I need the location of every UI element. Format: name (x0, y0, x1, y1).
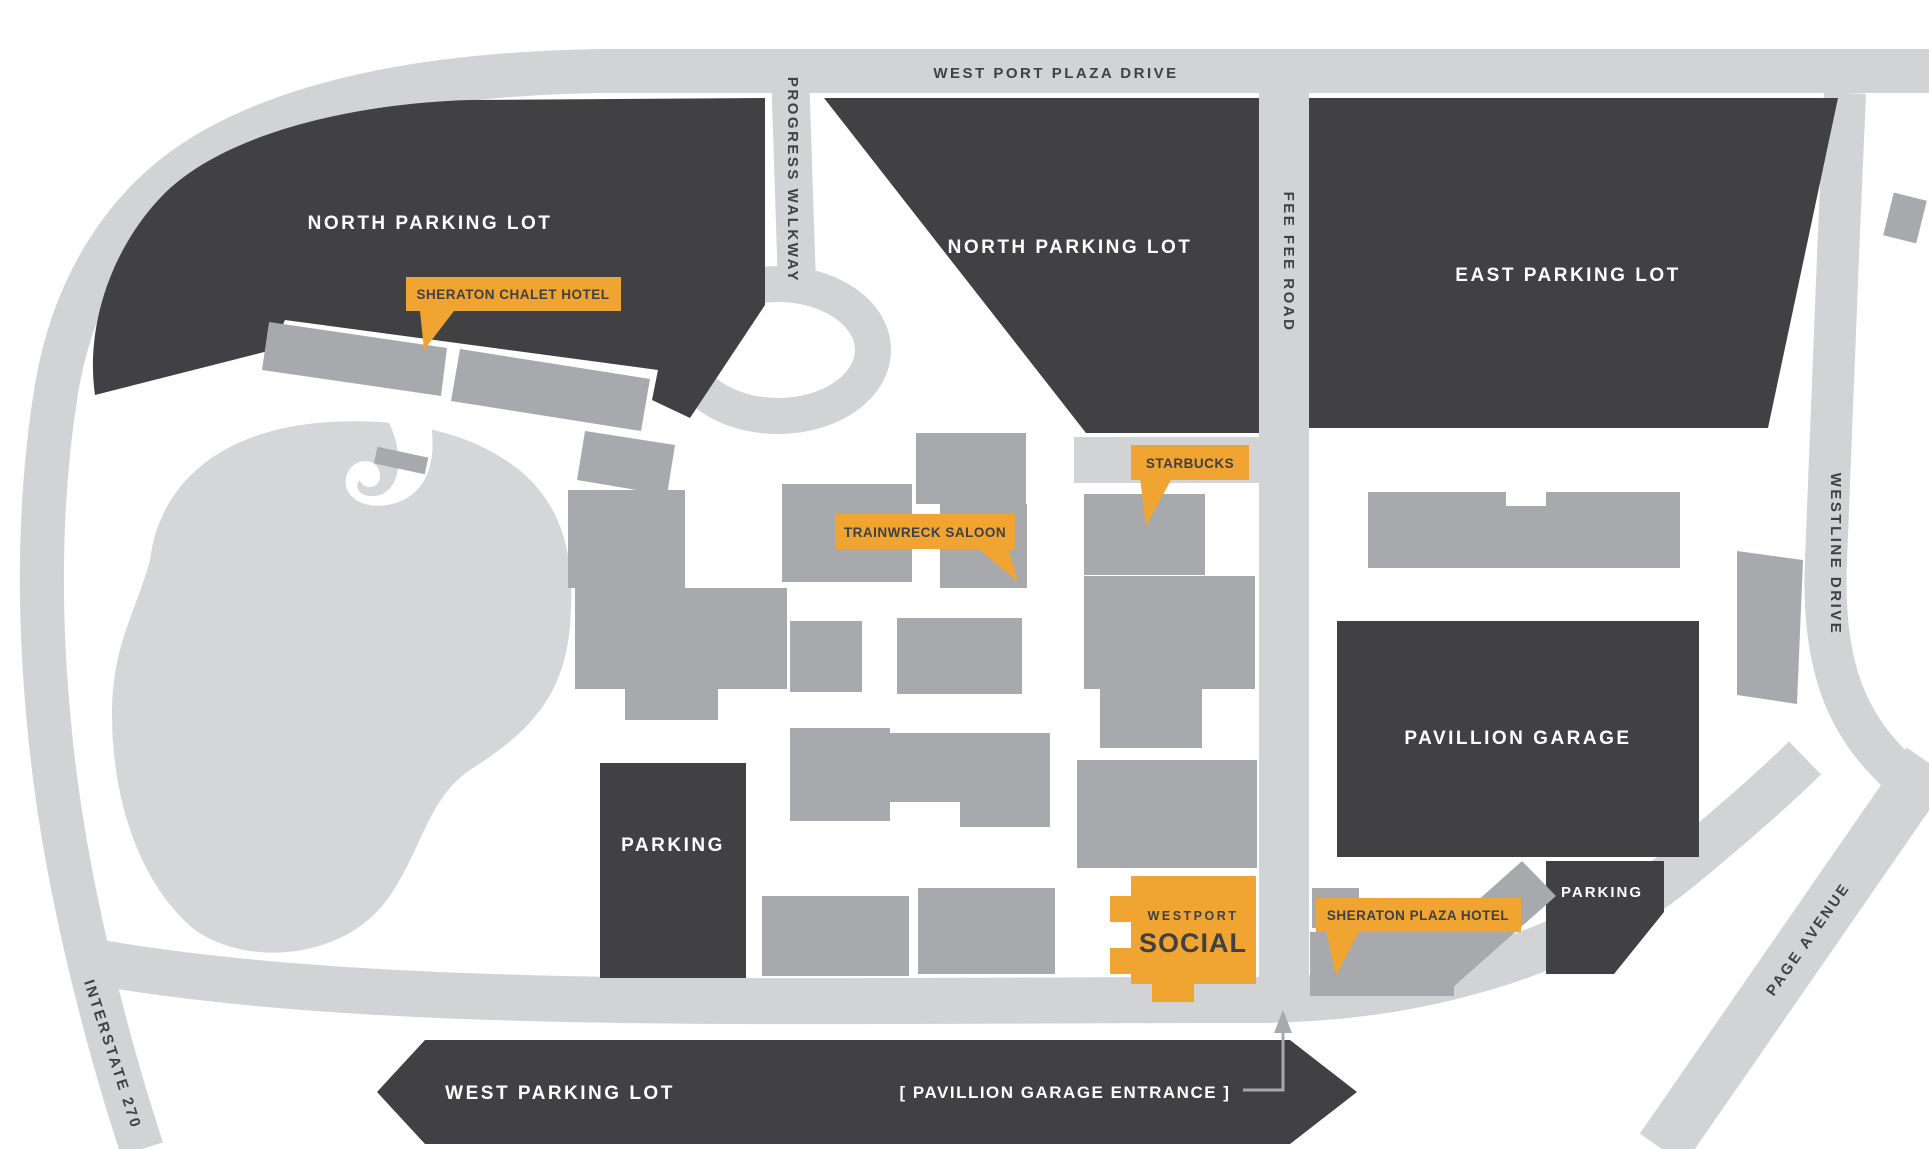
westport-social-wordmark-main: SOCIAL (1139, 928, 1247, 958)
lot-label-north-west: NORTH PARKING LOT (308, 213, 553, 234)
poi-tag-sheraton-chalet-hotel: SHERATON CHALET HOTEL (406, 277, 621, 350)
westport-social: WESTPORT SOCIAL (1110, 876, 1256, 1002)
lake-peninsula (345, 418, 433, 506)
lot-east (1309, 98, 1838, 428)
entrance-arrow-line (1243, 1030, 1285, 1092)
building (790, 728, 890, 821)
building (960, 775, 1050, 827)
building-notch (1506, 492, 1546, 506)
westport-social-building (1110, 876, 1256, 1002)
tag-label: SHERATON CHALET HOTEL (416, 287, 609, 302)
building (1077, 760, 1257, 868)
building-sheraton-chalet-east (451, 349, 650, 431)
lot-central-parking (600, 763, 746, 978)
road-label-west-port-plaza-drive: WEST PORT PLAZA DRIVE (933, 65, 1178, 82)
tag-label: SHERATON PLAZA HOTEL (1327, 908, 1509, 923)
road-label-fee-fee-road: FEE FEE ROAD (1280, 192, 1297, 333)
building (373, 446, 429, 475)
roads-layer (19, 49, 1929, 1149)
tag-box (835, 514, 1015, 549)
road-progress-walkway (771, 70, 816, 286)
building (568, 490, 685, 588)
road-west-port-plaza-drive (19, 49, 1929, 1149)
building-sheraton-chalet-west (262, 322, 447, 396)
lot-label-central: PARKING (621, 835, 725, 856)
tag-box (1316, 898, 1521, 932)
lot-label-pavillion-garage: PAVILLION GARAGE (1404, 728, 1631, 749)
building (897, 618, 1022, 694)
poi-tags-layer: SHERATON CHALET HOTEL STARBUCKS TRAINWRE… (406, 277, 1521, 976)
poi-tag-starbucks: STARBUCKS (1131, 445, 1249, 526)
building (575, 588, 787, 720)
road-label-progress-walkway: PROGRESS WALKWAY (784, 77, 801, 283)
tag-pointer (420, 311, 454, 350)
buildings-layer (262, 192, 1927, 996)
building (790, 621, 862, 692)
lot-label-north-center: NORTH PARKING LOT (948, 237, 1193, 258)
lot-label-plaza: PARKING (1561, 884, 1643, 901)
building (1883, 192, 1927, 244)
entrance-arrow (1243, 1010, 1292, 1092)
poi-tag-sheraton-plaza-hotel: SHERATON PLAZA HOTEL (1316, 898, 1521, 976)
parking-lots-layer: NORTH PARKING LOT NORTH PARKING LOT EAST… (92, 98, 1838, 1144)
lot-north-center (824, 98, 1259, 433)
entrance-label: [ PAVILLION GARAGE ENTRANCE ] (900, 1083, 1231, 1102)
tag-box (406, 277, 621, 311)
tag-box (1131, 445, 1249, 480)
tag-pointer (976, 547, 1018, 582)
building (1737, 551, 1803, 704)
tag-pointer (1140, 478, 1172, 526)
building (762, 896, 909, 976)
westport-social-wordmark-top: WESTPORT (1148, 909, 1239, 923)
building (1084, 576, 1255, 689)
building (918, 888, 1055, 974)
poi-tag-trainwreck-saloon: TRAINWRECK SALOON (835, 514, 1018, 582)
tag-pointer (1326, 930, 1360, 976)
lot-label-west: WEST PARKING LOT (445, 1083, 675, 1104)
entrance-arrow-head (1274, 1010, 1292, 1033)
building (577, 431, 675, 495)
tag-label: TRAINWRECK SALOON (844, 525, 1006, 540)
lake (112, 421, 572, 953)
lot-pavillion-garage (1337, 621, 1699, 857)
lot-plaza-parking (1546, 861, 1664, 974)
lot-west (377, 1040, 1357, 1144)
road-fee-fee (1259, 93, 1309, 1000)
road-westline-drive (1804, 92, 1929, 818)
lake-layer (112, 418, 572, 953)
road-label-westline-drive: WESTLINE DRIVE (1827, 473, 1844, 636)
tag-label: STARBUCKS (1146, 456, 1234, 471)
building (916, 433, 1026, 504)
lot-label-east: EAST PARKING LOT (1455, 265, 1680, 286)
building (1100, 689, 1202, 748)
lot-north-west (92, 98, 766, 418)
road-page-avenue (1639, 747, 1929, 1149)
